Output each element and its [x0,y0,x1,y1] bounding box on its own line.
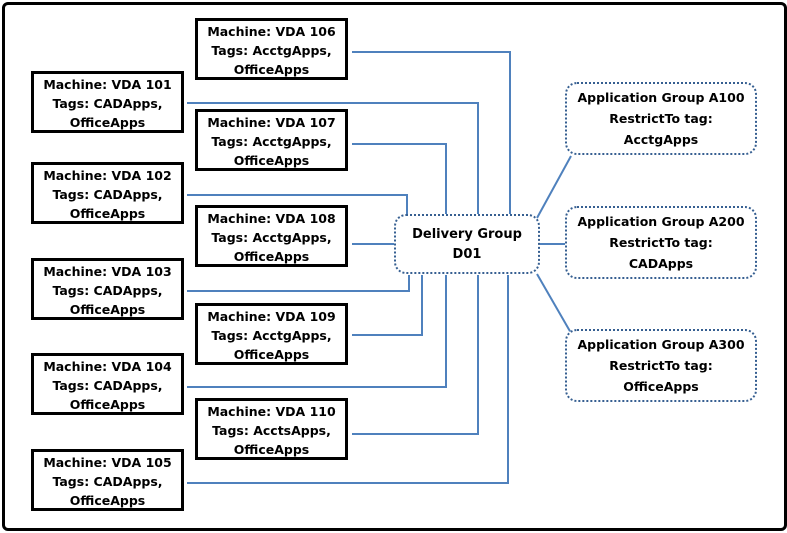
machine-name: Machine: VDA 101 [43,77,172,92]
machine-box-vda-108: Machine: VDA 108 Tags: AcctgApps, Office… [195,205,348,267]
machine-box-vda-107: Machine: VDA 107 Tags: AcctgApps, Office… [195,109,348,171]
machine-name: Machine: VDA 102 [43,168,172,183]
machine-tags-line1: Tags: CADApps, [52,96,163,111]
machine-tags-line1: Tags: CADApps, [52,283,163,298]
connector-vda109-to-d01 [352,275,423,336]
machine-box-vda-110: Machine: VDA 110 Tags: AcctsApps, Office… [195,398,348,460]
app-group-tag: CADApps [628,256,694,271]
machine-tags-line1: Tags: CADApps, [52,187,163,202]
machine-name: Machine: VDA 108 [207,211,336,226]
app-group-tag: AcctgApps [623,132,699,147]
machine-name: Machine: VDA 103 [43,264,172,279]
connector-vda110-to-d01 [352,275,479,435]
connector-vda107-to-d01 [352,143,447,217]
connector-vda102-to-d01 [187,194,408,217]
delivery-group-box-d01: Delivery Group D01 [394,214,540,274]
connector-vda105-to-d01 [187,275,509,484]
machine-box-vda-106: Machine: VDA 106 Tags: AcctgApps, Office… [195,18,348,80]
app-group-restrict-label: RestrictTo tag: [609,358,713,373]
app-group-restrict-label: RestrictTo tag: [609,111,713,126]
machine-box-vda-101: Machine: VDA 101 Tags: CADApps, OfficeAp… [31,71,184,133]
machine-name: Machine: VDA 107 [207,115,336,130]
connector-d01-to-a100 [536,155,572,219]
connector-vda103-to-d01 [187,275,410,292]
app-group-box-a200: Application Group A200 RestrictTo tag: C… [565,206,757,279]
machine-box-vda-109: Machine: VDA 109 Tags: AcctgApps, Office… [195,303,348,365]
machine-box-vda-104: Machine: VDA 104 Tags: CADApps, OfficeAp… [31,353,184,415]
app-group-title: Application Group A100 [577,90,745,105]
delivery-group-title: Delivery Group [412,227,522,242]
machine-tags-line1: Tags: AcctgApps, [211,230,332,245]
app-group-tag: OfficeApps [623,379,699,394]
machine-box-vda-103: Machine: VDA 103 Tags: CADApps, OfficeAp… [31,258,184,320]
machine-tags-line2: OfficeApps [233,153,310,168]
machine-tags-line2: OfficeApps [233,347,310,362]
machine-tags-line1: Tags: CADApps, [52,378,163,393]
delivery-group-id: D01 [452,247,482,262]
machine-tags-line2: OfficeApps [69,115,146,130]
machine-box-vda-102: Machine: VDA 102 Tags: CADApps, OfficeAp… [31,162,184,224]
machine-tags-line2: OfficeApps [69,302,146,317]
machine-tags-line2: OfficeApps [233,249,310,264]
connector-d01-to-a300 [536,273,572,334]
app-group-box-a300: Application Group A300 RestrictTo tag: O… [565,329,757,402]
connector-vda101-to-d01 [187,102,479,217]
machine-tags-line2: OfficeApps [233,62,310,77]
machine-tags-line1: Tags: CADApps, [52,474,163,489]
machine-name: Machine: VDA 104 [43,359,172,374]
app-group-restrict-label: RestrictTo tag: [609,235,713,250]
machine-tags-line2: OfficeApps [69,397,146,412]
connector-vda104-to-d01 [187,275,447,388]
machine-name: Machine: VDA 110 [207,404,336,419]
app-group-title: Application Group A200 [577,214,745,229]
machine-name: Machine: VDA 105 [43,455,172,470]
machine-name: Machine: VDA 109 [207,309,336,324]
machine-box-vda-105: Machine: VDA 105 Tags: CADApps, OfficeAp… [31,449,184,511]
machine-name: Machine: VDA 106 [207,24,336,39]
app-group-box-a100: Application Group A100 RestrictTo tag: A… [565,82,757,155]
machine-tags-line2: OfficeApps [233,442,310,457]
machine-tags-line2: OfficeApps [69,206,146,221]
machine-tags-line1: Tags: AcctgApps, [211,43,332,58]
machine-tags-line1: Tags: AcctgApps, [211,134,332,149]
app-group-title: Application Group A300 [577,337,745,352]
machine-tags-line1: Tags: AcctgApps, [211,328,332,343]
machine-tags-line1: Tags: AcctsApps, [212,423,331,438]
machine-tags-line2: OfficeApps [69,493,146,508]
connector-vda106-to-d01 [352,51,511,217]
connector-lines [187,51,572,484]
